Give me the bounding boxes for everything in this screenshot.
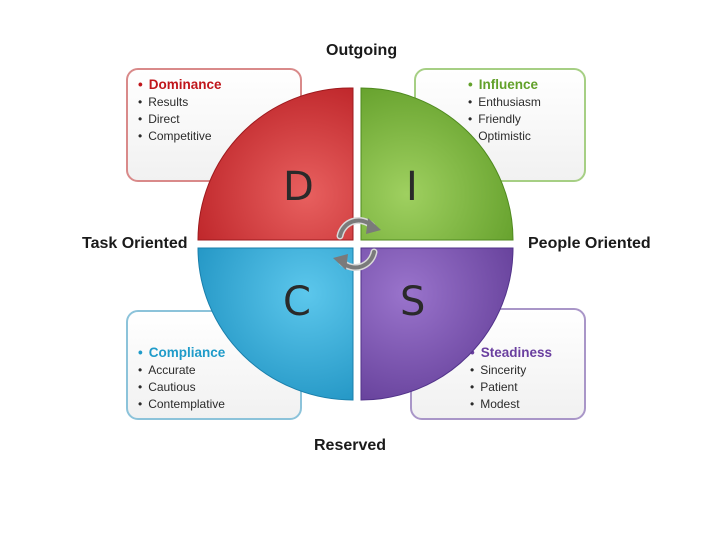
steadiness-trait: Patient [470, 379, 574, 396]
compliance-trait: Accurate [138, 362, 290, 379]
dominance-quadrant [197, 87, 354, 241]
influence-trait: Enthusiasm [468, 94, 574, 111]
compliance-trait: Cautious [138, 379, 290, 396]
steadiness-trait: Modest [470, 396, 574, 413]
steadiness-trait: Sincerity [470, 362, 574, 379]
steadiness-letter: S [400, 279, 425, 325]
influence-quadrant [360, 87, 514, 241]
compliance-quadrant [197, 247, 354, 401]
compliance-letter: C [283, 279, 311, 325]
influence-letter: I [406, 164, 418, 210]
compliance-title: Compliance [138, 344, 290, 362]
axis-label-task-oriented: Task Oriented [82, 235, 188, 252]
influence-trait: Friendly [468, 111, 574, 128]
steadiness-title: Steadiness [470, 344, 574, 362]
dominance-letter: D [283, 164, 314, 210]
axis-label-outgoing: Outgoing [326, 42, 398, 59]
dominance-title: Dominance [138, 76, 290, 94]
steadiness-quadrant [360, 247, 514, 401]
dominance-trait: Competitive [138, 128, 290, 145]
axis-label-people-oriented: People Oriented [528, 235, 651, 252]
dominance-trait: Results [138, 94, 290, 111]
influence-trait: Optimistic [468, 128, 574, 145]
cycle-arrows-icon [333, 217, 381, 271]
influence-title: Influence [468, 76, 574, 94]
axis-label-reserved: Reserved [314, 437, 387, 454]
compliance-trait: Contemplative [138, 396, 290, 413]
dominance-trait: Direct [138, 111, 290, 128]
